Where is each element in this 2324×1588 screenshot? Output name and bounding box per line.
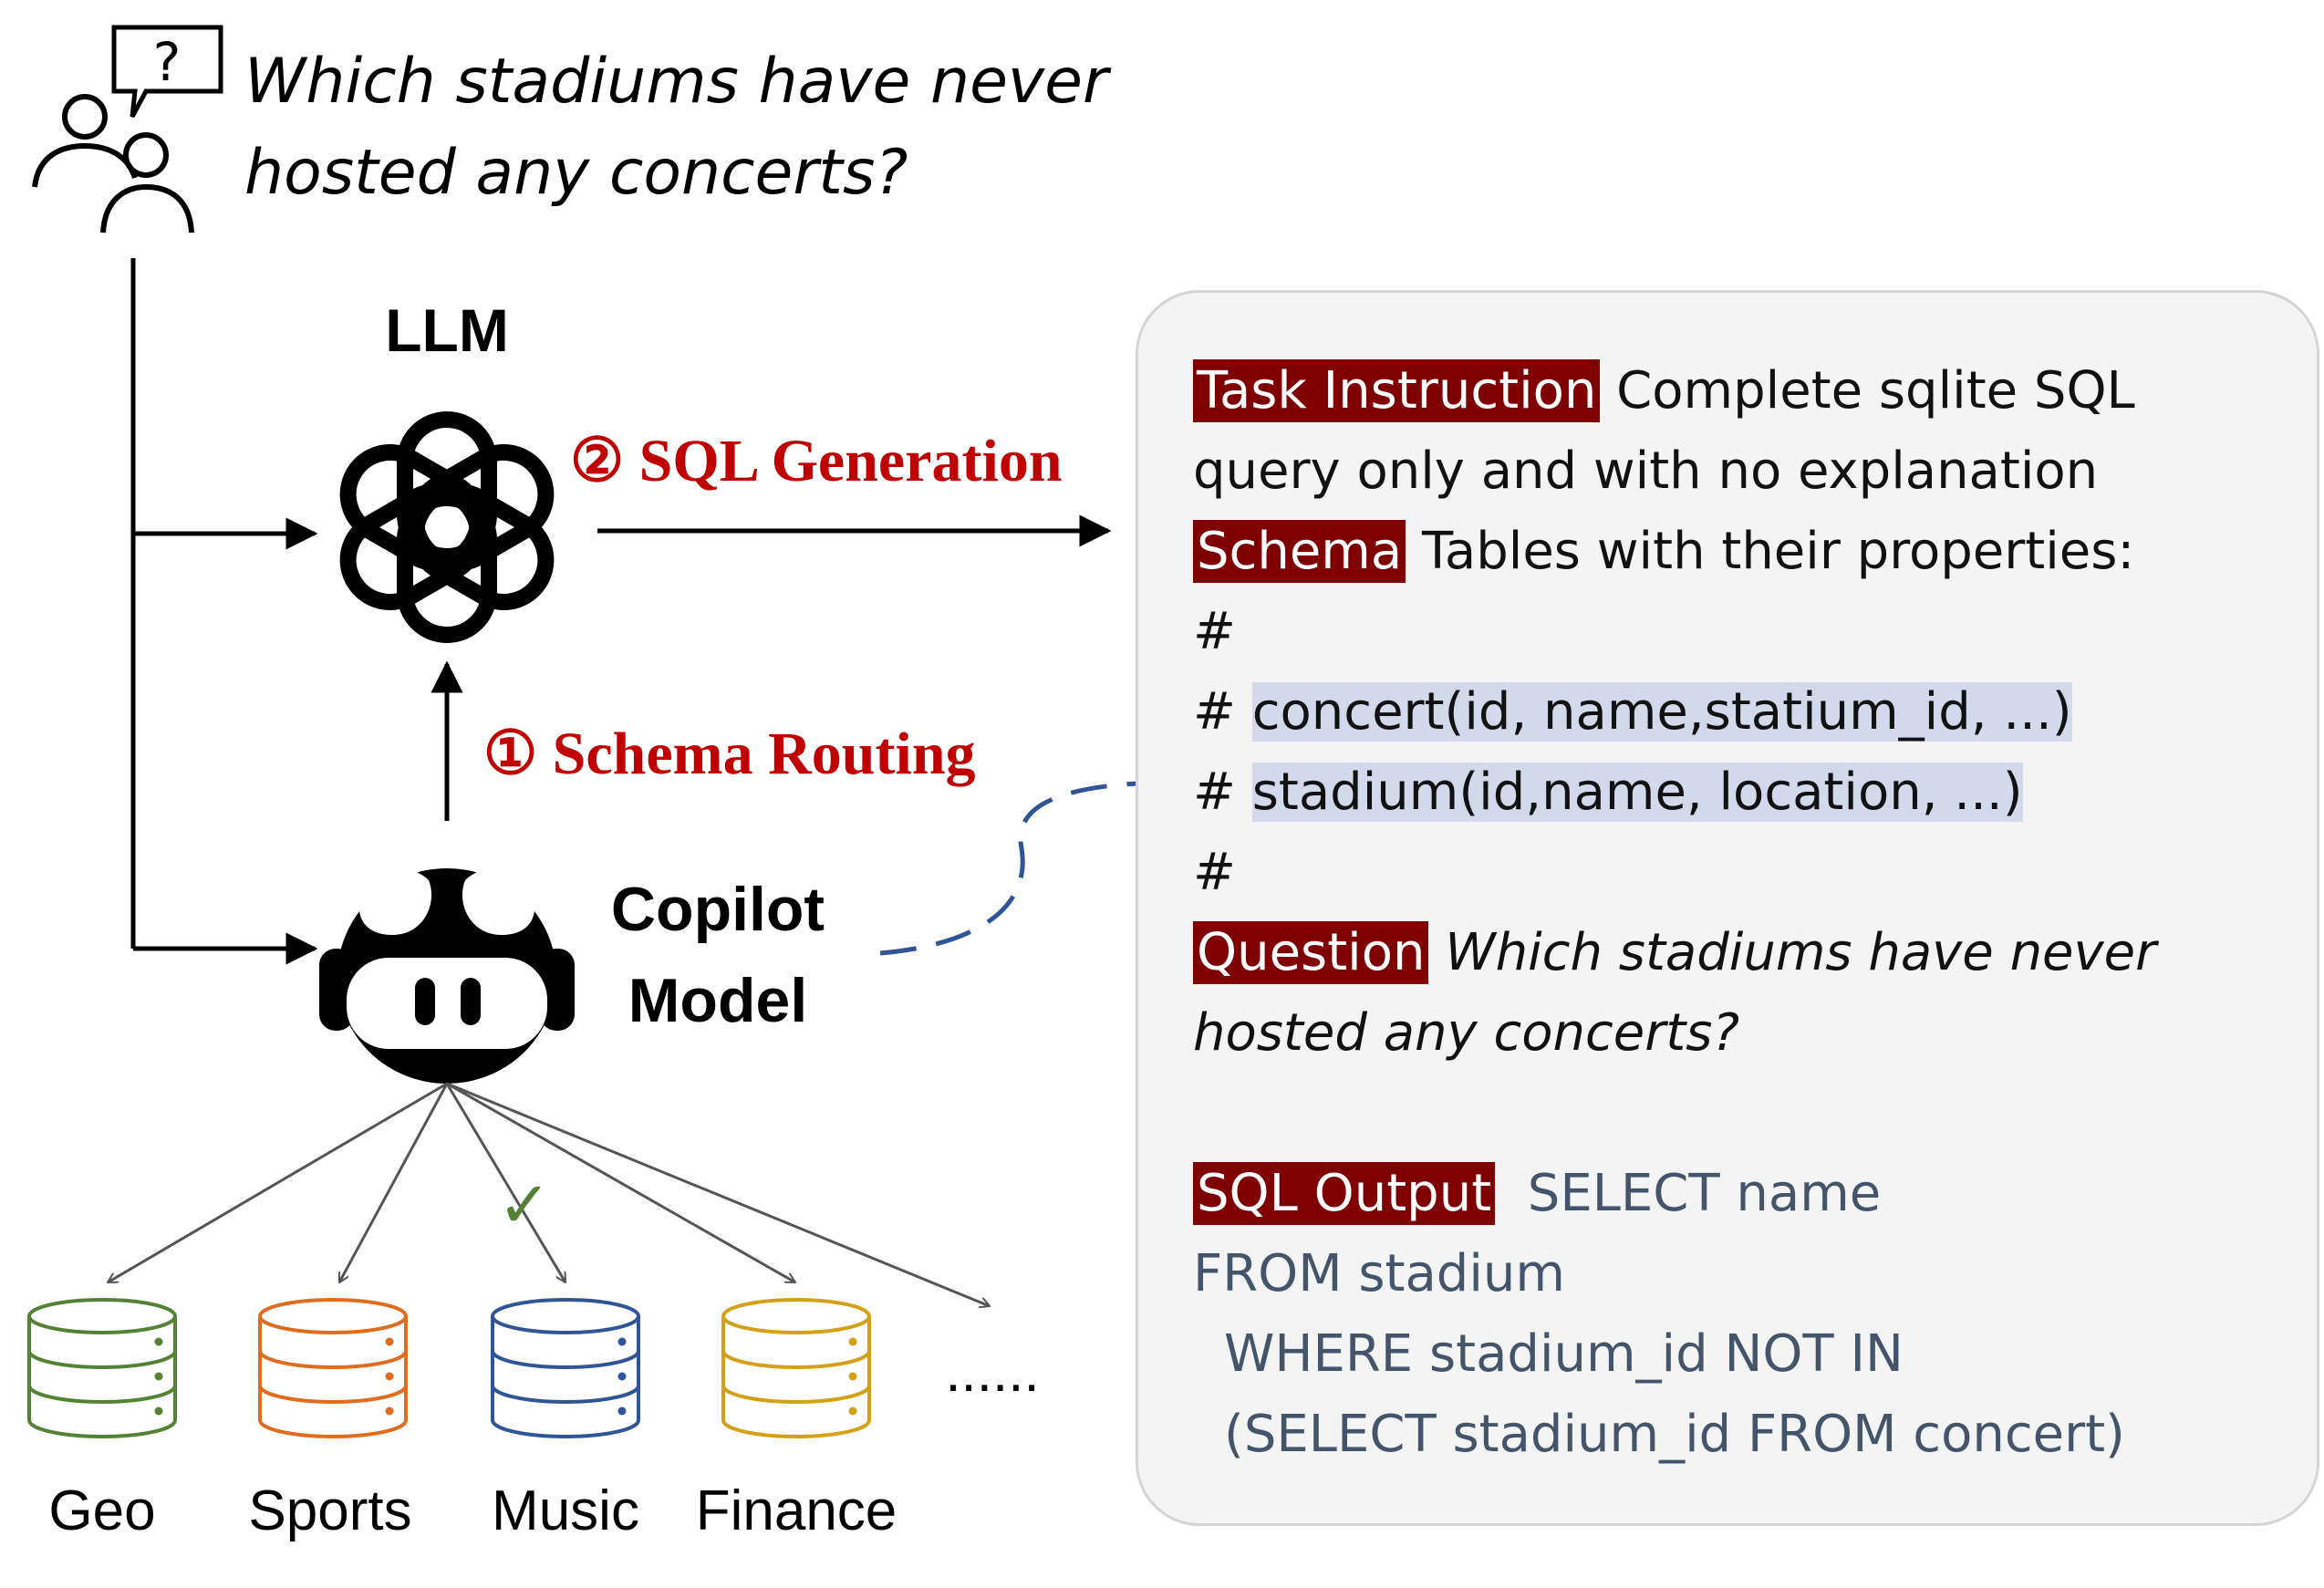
routing-dashed-arrow: [879, 783, 1163, 956]
sql-line-3: WHERE stadium_id NOT IN: [1224, 1324, 1904, 1384]
copilot-label-line-1: Copilot: [611, 875, 825, 944]
schema-stadium-hash: #: [1193, 763, 1252, 822]
sql-line-2: FROM stadium: [1193, 1244, 1565, 1303]
schema-tag: Schema: [1193, 520, 1406, 583]
database-label-music: Music: [492, 1479, 639, 1542]
prompt-question-text-2: hosted any concerts?: [1193, 1003, 1740, 1063]
schema-concert-line: # concert(id, name,statium_id, ...): [1193, 672, 2306, 752]
llm-logo-icon: [339, 411, 555, 643]
prompt-question-text-1: Which stadiums have never: [1445, 923, 2157, 982]
schema-stadium-line: # stadium(id,name, location, ...): [1193, 752, 2306, 833]
database-label-sports: Sports: [248, 1479, 411, 1542]
schema-concert-table: concert(id, name,statium_id, ...): [1251, 682, 2072, 742]
schema-hash-1: #: [1193, 602, 1236, 661]
database-geo-icon: [27, 1298, 177, 1438]
sql-generation-label: ② SQL Generation: [570, 428, 1063, 494]
schema-concert-hash: #: [1193, 682, 1252, 742]
prompt-content: Task Instruction Complete sqlite SQL que…: [1193, 351, 2306, 1475]
question-line-2: hosted any concerts?: [244, 137, 908, 209]
database-music-icon: [491, 1298, 640, 1438]
database-sports-icon: [258, 1298, 408, 1438]
sql-output-tag: SQL Output: [1193, 1162, 1496, 1225]
schema-hash-2: #: [1193, 843, 1236, 902]
database-label-geo: Geo: [48, 1479, 155, 1542]
sql-line-4: (SELECT stadium_id FROM concert): [1224, 1405, 2125, 1464]
schema-routing-label: ① Schema Routing: [483, 721, 976, 787]
task-instruction-tag: Task Instruction: [1193, 359, 1601, 422]
question-tag: Question: [1193, 921, 1429, 984]
sql-line-1: SELECT name: [1527, 1164, 1882, 1223]
database-label-finance: Finance: [696, 1479, 897, 1542]
question-line: Question Which stadiums have never: [1193, 913, 2306, 993]
database-finance-icon: [721, 1298, 871, 1438]
schema-line: Schema Tables with their properties:: [1193, 512, 2306, 592]
copilot-icon: [319, 867, 575, 1084]
task-instruction-text-2: query only and with no explanation: [1193, 441, 2099, 501]
copilot-label-line-2: Model: [628, 966, 807, 1035]
schema-stadium-table: stadium(id,name, location, ...): [1251, 763, 2023, 822]
task-instruction-line-1: Task Instruction Complete sqlite SQL: [1193, 351, 2306, 431]
users-icon: [32, 25, 223, 234]
selected-check-icon: ✓: [498, 1168, 552, 1242]
llm-label: LLM: [385, 296, 509, 364]
more-databases-ellipsis: ......: [945, 1341, 1039, 1404]
database-arrows: [108, 1082, 990, 1306]
question-line-1: Which stadiums have never: [244, 46, 1112, 118]
sql-output-line: SQL Output SELECT name: [1193, 1154, 2306, 1234]
bubble-question-mark: ?: [153, 31, 182, 93]
schema-text: Tables with their properties:: [1406, 522, 2135, 581]
task-instruction-text-1: Complete sqlite SQL: [1600, 361, 2135, 420]
prompt-panel: [1136, 290, 2319, 1526]
